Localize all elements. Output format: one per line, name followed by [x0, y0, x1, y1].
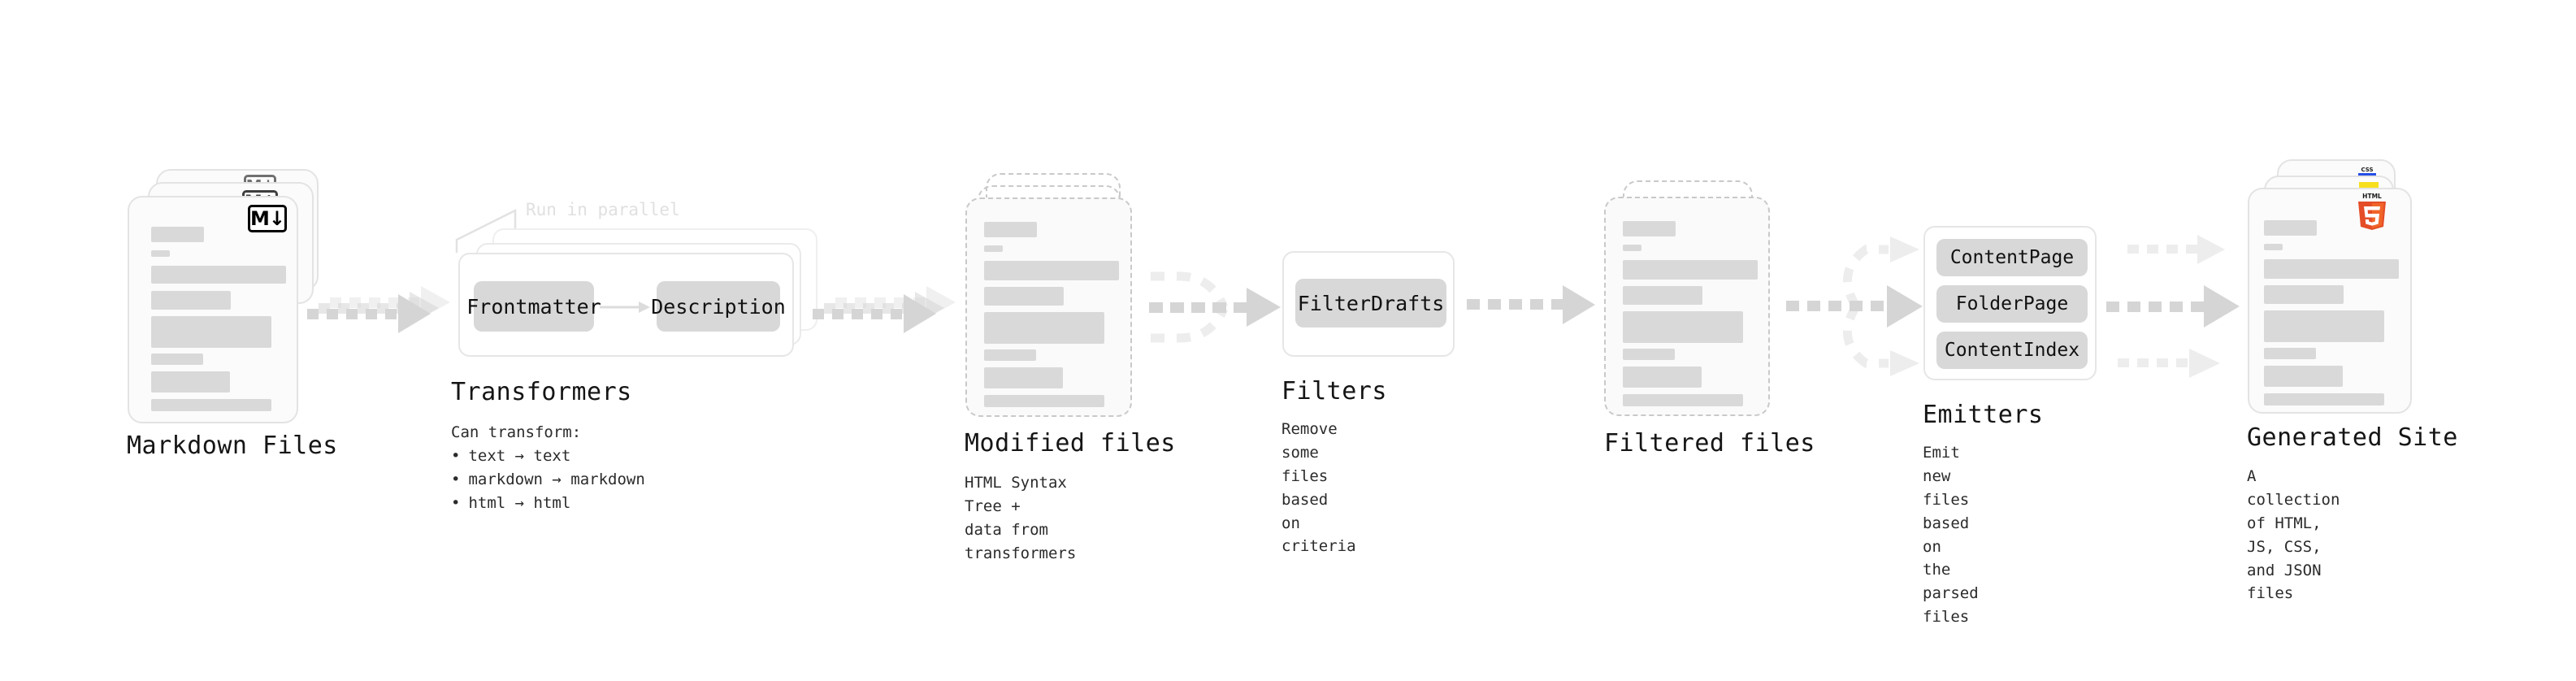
generated-file-sheet-front: [2248, 188, 2412, 414]
transformers-capability-item: text → text: [451, 445, 645, 468]
skeleton-bar: [2264, 220, 2317, 236]
skeleton-bar: [151, 354, 203, 365]
emitters-subtitle: Emit new files based on the parsed files: [1923, 444, 1979, 627]
skeleton-bar: [1623, 221, 1676, 236]
skeleton-bar: [2264, 285, 2344, 304]
emitter-pill-folderpage-label: FolderPage: [1955, 293, 2069, 314]
emitter-pill-contentindex-label: ContentIndex: [1944, 340, 2080, 361]
transformers-intro: Can transform:: [451, 423, 582, 441]
skeleton-bar: [2264, 310, 2384, 342]
arrow-modified-files-to-filters: [1136, 258, 1299, 380]
skeleton-bar: [2264, 348, 2316, 359]
arrow-filtered-files-to-emitters: [1778, 232, 1941, 378]
modified-files-title: Modified files: [965, 429, 1176, 458]
skeleton-bar: [984, 395, 1104, 407]
skeleton-bar: [151, 316, 271, 348]
filters-subtitle: Remove some files based on criteria: [1281, 420, 1356, 556]
skeleton-bar: [2264, 366, 2343, 387]
transformer-pill-frontmatter[interactable]: Frontmatter: [466, 281, 601, 332]
skeleton-bar: [151, 371, 230, 393]
skeleton-bar: [151, 266, 286, 284]
run-in-parallel-leader-line: [455, 208, 517, 253]
html5-logo-text: HTML: [2362, 193, 2382, 200]
skeleton-bar: [1623, 349, 1675, 360]
generated-site-subtitle: A collection of HTML, JS, CSS, and JSON …: [2247, 467, 2340, 603]
css3-logo-icon: CSS: [2358, 167, 2376, 176]
arrow-merge-glyph: [1149, 271, 1281, 343]
skeleton-bar: [1623, 367, 1702, 388]
arrow-filters-to-filtered-files: [1467, 276, 1597, 341]
generated-site-title: Generated Site: [2247, 423, 2458, 452]
arrow-glyph: [813, 286, 956, 333]
skeleton-bar: [2264, 259, 2399, 279]
skeleton-bar: [1623, 245, 1641, 251]
skeleton-bar: [984, 312, 1104, 344]
transformer-arrow: [600, 301, 650, 313]
arrow-branch-glyph: [1786, 236, 1923, 376]
arrow-glyph: [307, 286, 450, 333]
emitter-pill-contentpage[interactable]: ContentPage: [1936, 239, 2088, 276]
arrow-triple-glyph: [2106, 235, 2240, 378]
filtered-file-sheet-front: [1604, 197, 1770, 416]
markdown-file-sheet-front: [128, 196, 298, 423]
filtered-files-title: Filtered files: [1604, 429, 1815, 458]
transformer-pill-description[interactable]: Description: [651, 281, 786, 332]
modified-files-subtitle: HTML Syntax Tree + data from transformer…: [965, 474, 1077, 562]
skeleton-bar: [1623, 286, 1702, 305]
emitter-pill-folderpage[interactable]: FolderPage: [1936, 285, 2088, 323]
skeleton-bar: [984, 287, 1064, 306]
transformers-title: Transformers: [451, 378, 632, 406]
transformers-subtitle: Can transform: text → text markdown → ma…: [451, 421, 645, 515]
skeleton-bar: [984, 222, 1037, 237]
filters-card: FilterDrafts: [1282, 251, 1455, 357]
transformer-pill-description-label: Description: [651, 294, 786, 319]
emitter-pill-contentindex[interactable]: ContentIndex: [1936, 332, 2088, 369]
arrow-emitters-to-generated-site: [2106, 232, 2261, 378]
filters-title: Filters: [1281, 377, 1387, 406]
emitters-card: ContentPage FolderPage ContentIndex: [1923, 226, 2097, 380]
skeleton-bar: [2264, 393, 2384, 406]
skeleton-bar: [151, 291, 231, 310]
skeleton-bar: [1623, 260, 1758, 280]
skeleton-bar: [984, 367, 1063, 388]
emitters-title: Emitters: [1923, 401, 2044, 429]
markdown-badge-arrow: ↓: [268, 207, 285, 230]
transformers-capability-item: html → html: [451, 492, 645, 515]
css3-logo-text: CSS: [2361, 167, 2373, 173]
markdown-badge-letter: M: [250, 207, 270, 230]
skeleton-bar: [151, 399, 271, 411]
html5-logo-icon: HTML: [2358, 193, 2386, 230]
modified-file-sheet-front: [965, 197, 1132, 417]
arrow-markdown-to-transformers: [307, 268, 453, 358]
markdown-logo-icon: M↓: [248, 205, 287, 232]
skeleton-bar: [984, 261, 1119, 280]
skeleton-bar: [151, 250, 170, 257]
skeleton-bar: [984, 349, 1036, 361]
transformer-card-front: Frontmatter Description: [458, 253, 794, 357]
run-in-parallel-annotation: Run in parallel: [526, 200, 680, 219]
markdown-files-title: Markdown Files: [127, 432, 338, 460]
arrow-transformers-to-modified-files: [813, 268, 959, 358]
transformer-pill-frontmatter-label: Frontmatter: [466, 294, 601, 319]
skeleton-bar: [1623, 311, 1743, 343]
skeleton-bar: [151, 227, 204, 242]
skeleton-bar: [1623, 394, 1743, 406]
skeleton-bar: [984, 245, 1003, 252]
transformers-capability-list: text → text markdown → markdown html → h…: [451, 445, 645, 515]
arrow-glyph: [1467, 285, 1595, 324]
emitter-pill-contentpage-label: ContentPage: [1949, 247, 2075, 268]
skeleton-bar: [2264, 244, 2283, 250]
transformers-capability-item: markdown → markdown: [451, 468, 644, 492]
filter-pill-filterdrafts[interactable]: FilterDrafts: [1295, 279, 1446, 327]
filter-pill-filterdrafts-label: FilterDrafts: [1297, 291, 1445, 315]
